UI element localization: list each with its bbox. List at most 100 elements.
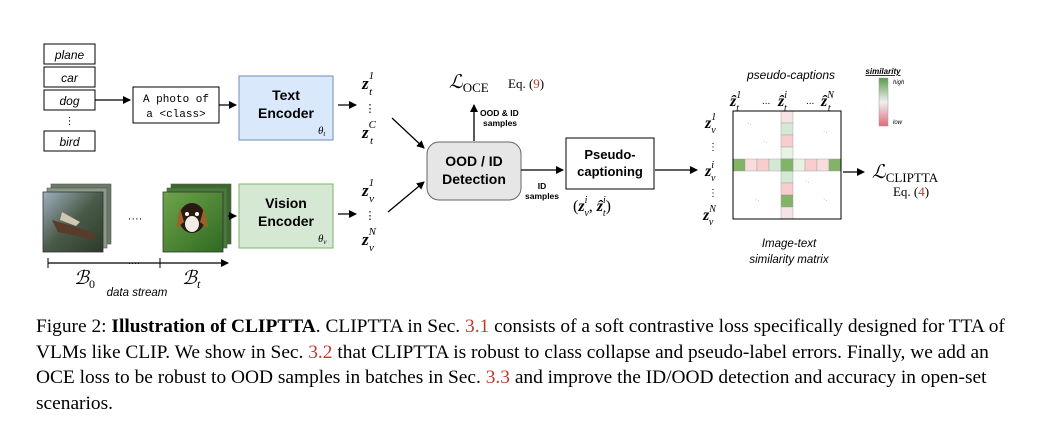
matrix-ellipsis: ·. [805,178,809,185]
matrix-row-cell [744,158,758,172]
batch-dots: ···· [128,213,143,225]
matrix-ellipsis: ·. [823,196,827,203]
matrix-ellipsis: ·. [763,138,767,145]
matrix-label-line-1: Image-text [762,238,817,250]
ood-detection-line-2: Detection [442,171,506,187]
matrix-ellipsis: ·. [747,120,751,127]
row-head-vdots-2: ⋮ [708,188,718,199]
row-head-vdots-1: ⋮ [708,142,718,153]
matrix-column-cell [780,122,794,136]
matrix-row-cell [756,158,770,172]
vision-encoder-param: θv [318,233,327,246]
matrix-column-cell [780,182,794,196]
vision-encoder-box [238,183,334,249]
id-samples-line-2: samples [525,191,559,201]
class-dog: dog [59,94,79,108]
batch-bt-label: ℬt [182,268,201,291]
data-stream-label: data stream [107,287,168,299]
ood-id-samples-line-2: samples [483,118,517,128]
text-to-detection-arrow [391,117,425,149]
batch-b0-images [42,183,112,253]
figure-caption: Figure 2: Illustration of CLIPTTA. CLIPT… [36,314,1011,416]
caption-ref-3-1[interactable]: 3.1 [465,316,490,337]
pseudo-captioning-line-1: Pseudo- [584,147,635,162]
class-list: plane car dog ⋮ bird [43,43,96,152]
caption-head-dots-1: ... [762,96,770,107]
matrix-label-line-2: similarity matrix [749,254,829,266]
class-plane: plane [54,48,85,62]
vision-encoder-line-1: Vision [265,195,307,211]
ood-detection-line-1: OOD / ID [445,153,503,169]
caption-ref-3-2[interactable]: 3.2 [308,341,333,363]
similarity-gradient-bar [878,77,889,127]
similarity-legend-title: similarity [865,67,901,76]
pseudo-captioning-box [565,137,655,190]
caption-title: Illustration of CLIPTTA [111,316,316,337]
batch-b0-label: ℬ0 [74,268,95,291]
matrix-column-cell [780,194,794,208]
vision-encoder-line-2: Encoder [258,213,315,229]
id-samples-line-1: ID [538,181,547,191]
caption-text-4: and improve the ID/OOD detection and acc… [36,367,987,414]
similarity-matrix: ·. ·. ·. ·. ·. ·. [732,110,842,220]
matrix-ellipsis: ·. [755,196,759,203]
oce-loss-symbol: ℒOCE [449,72,489,95]
text-encoder-line-1: Text [272,87,300,103]
matrix-border [732,110,842,220]
pseudo-captioning-line-2: captioning [577,164,643,179]
prompt-line-2: a <class> [146,109,205,121]
cliptta-eq-ref: Eq. (4) [893,184,929,199]
caption-text-3: that CLIPTTA is robust to class collapse… [36,341,989,389]
similarity-high-label: high [893,80,905,86]
matrix-column-cell [780,170,794,184]
image-embedding-vdots: ⋮ [365,210,376,222]
caption-ref-3-3[interactable]: 3.3 [485,367,510,388]
matrix-row-cell [792,158,806,172]
oce-eq-ref: Eq. (9) [508,76,544,91]
class-car: car [61,71,79,85]
matrix-row-cell [732,158,746,172]
text-embedding-vdots: ⋮ [365,103,376,115]
image-to-detection-arrow [387,181,425,213]
class-ellipsis: ⋮ [65,116,75,127]
caption-head-dots-2: ... [806,96,814,107]
matrix-row-cell [828,158,842,172]
class-bird: bird [59,135,79,149]
text-encoder-line-2: Encoder [258,105,315,121]
matrix-column-cell [780,134,794,148]
matrix-column-cell [780,110,794,124]
similarity-low-label: low [893,120,903,126]
matrix-column-cell [780,146,794,160]
matrix-column-cell [780,206,794,220]
matrix-ellipsis: ·. [823,128,827,135]
matrix-row-cell [816,158,830,172]
caption-text-2: consists of a soft contrastive loss spec… [36,316,1005,363]
figure-number: Figure 2: [36,316,112,337]
text-encoder-box [238,75,334,141]
matrix-diagonal-cell [780,158,794,172]
caption-text-1: . CLIPTTA in Sec. [315,316,466,337]
matrix-row-cell [768,158,782,172]
ood-detection-box [426,141,522,201]
text-encoder-param: θt [318,125,326,138]
figure-diagram: plane car dog ⋮ bird A photo of a <class… [42,43,939,299]
data-stream-dots: ···· [128,258,140,268]
pseudo-captions-label: pseudo-captions [746,68,835,82]
cliptta-loss-symbol: ℒCLIPTTA [872,162,939,185]
prompt-line-1: A photo of [143,94,209,106]
batch-bt-images [162,183,232,253]
matrix-row-cell [804,158,818,172]
